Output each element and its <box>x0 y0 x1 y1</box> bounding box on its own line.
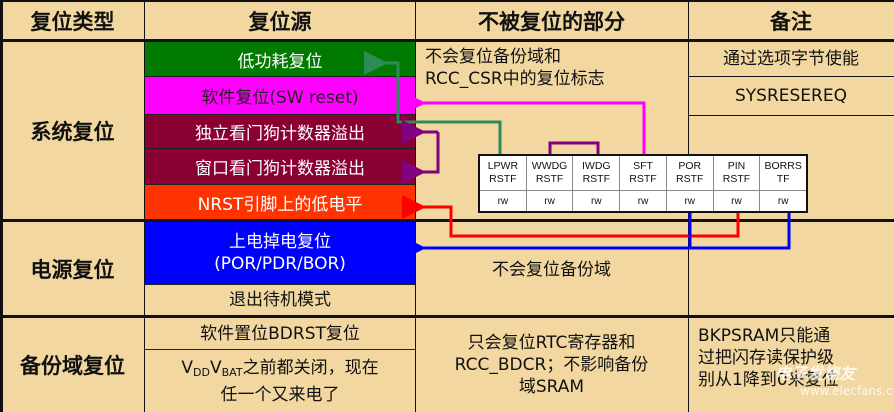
reg-access: rw <box>497 195 509 207</box>
reg-access: rw <box>684 195 696 207</box>
reg-name1: WWDG <box>531 160 568 172</box>
power-not-reset-text: 不会复位备份域 <box>492 260 611 280</box>
source-bdrst: 软件置位BDRST复位 <box>145 318 415 350</box>
grid-line <box>0 39 894 42</box>
reg-name2: RSTF <box>489 173 517 185</box>
source-vdd-vbat: VDDVBAT之前都关闭，现在 任一个又来电了 <box>145 351 415 411</box>
grid-line <box>415 0 416 412</box>
arrow-sft <box>402 91 646 156</box>
backup-not-reset-text: 只会复位RTC寄存器和 RCC_BDCR；不影响备份 域SRAM <box>415 322 688 408</box>
grid-line <box>144 0 145 412</box>
grid-line <box>0 219 894 222</box>
power-reset-label: 电源复位 <box>30 257 115 282</box>
backup-not-reset-line3: 域SRAM <box>518 377 585 397</box>
vdd-vbat-line1: VDDVBAT之前都关闭，现在 <box>181 357 378 384</box>
grid-line <box>688 115 894 116</box>
source-por-pdr-bor: 上电掉电复位 (POR/PDR/BOR) <box>145 222 415 285</box>
reg-name1: LPWR <box>487 160 519 172</box>
vbat-label: V <box>210 357 222 378</box>
watermark-url: www.elecfans.com <box>800 384 894 398</box>
reg-name2: RSTF <box>582 173 610 185</box>
por-line1: 上电掉电复位 <box>229 232 331 252</box>
source-software-reset: 软件复位(SW reset) <box>145 77 415 115</box>
header-not-reset: 不被复位的部分 <box>478 9 625 34</box>
backup-reset-label: 备份域复位 <box>20 354 125 378</box>
reg-name2: TF <box>776 173 790 185</box>
backup-note-line3: 别从1降到0来复位 <box>698 370 839 390</box>
vdd-vbat-line2: 任一个又来电了 <box>220 384 340 405</box>
grid-line <box>0 315 894 318</box>
vdd-label: V <box>181 357 194 378</box>
backup-note-line1: BKPSRAM只能通 <box>698 326 831 346</box>
system-reset-label: 系统复位 <box>30 120 115 144</box>
grid-line <box>0 0 3 412</box>
vdd-vbat-rest: 之前都关闭，现在 <box>242 357 379 378</box>
backup-not-reset-line1: 只会复位RTC寄存器和 <box>467 333 636 353</box>
header-notes: 备注 <box>770 9 812 34</box>
reg-name1: BORRS <box>764 160 802 172</box>
reg-name1: IWDG <box>582 160 611 172</box>
header-reset-type: 复位类型 <box>30 9 115 34</box>
backup-note-line2: 过把闪存读保护级 <box>698 348 834 368</box>
system-note-2: SYSRESEREQ <box>735 86 847 106</box>
reg-name1: SFT <box>633 160 653 172</box>
reg-access: rw <box>731 195 742 207</box>
arrow-bor <box>402 212 791 260</box>
reg-name1: POR <box>678 160 702 172</box>
system-not-reset-line1: 不会复位备份域和 <box>425 47 561 67</box>
reg-name1: PIN <box>727 160 746 172</box>
source-low-power-reset: 低功耗复位 <box>145 42 415 77</box>
reg-access: rw <box>637 195 649 207</box>
watermark-logo-text: 电子发烧友 <box>775 364 856 383</box>
source-iwdg-overflow: 独立看门狗计数器溢出 <box>145 115 415 149</box>
backup-note-text: BKPSRAM只能通 过把闪存读保护级 别从1降到0来复位 <box>698 325 894 391</box>
grid-line <box>688 76 894 77</box>
grid-line <box>0 0 894 2</box>
system-not-reset-text: 不会复位备份域和 RCC_CSR中的复位标志 <box>425 46 685 90</box>
vbat-sub: BAT <box>221 365 243 379</box>
reg-access: rw <box>777 195 789 207</box>
system-not-reset-line2: RCC_CSR中的复位标志 <box>425 69 605 89</box>
source-nrst-low: NRST引脚上的低电平 <box>145 185 415 220</box>
source-wwdg-overflow: 窗口看门狗计数器溢出 <box>145 149 415 185</box>
header-reset-source: 复位源 <box>248 9 312 34</box>
source-exit-standby: 退出待机模式 <box>229 290 331 310</box>
reg-access: rw <box>591 195 602 207</box>
vdd-sub: DD <box>193 365 210 379</box>
arrow-iwdg <box>402 132 440 184</box>
por-line2: (POR/PDR/BOR) <box>214 254 346 274</box>
system-note-1: 通过选项字节使能 <box>723 49 859 69</box>
reg-name2: RSTF <box>722 173 751 185</box>
reg-name2: RSTF <box>535 173 564 185</box>
reg-name2: RSTF <box>629 173 657 185</box>
reg-name2: RSTF <box>676 173 704 185</box>
backup-not-reset-line2: RCC_BDCR；不影响备份 <box>454 355 649 375</box>
reg-access: rw <box>544 195 555 207</box>
